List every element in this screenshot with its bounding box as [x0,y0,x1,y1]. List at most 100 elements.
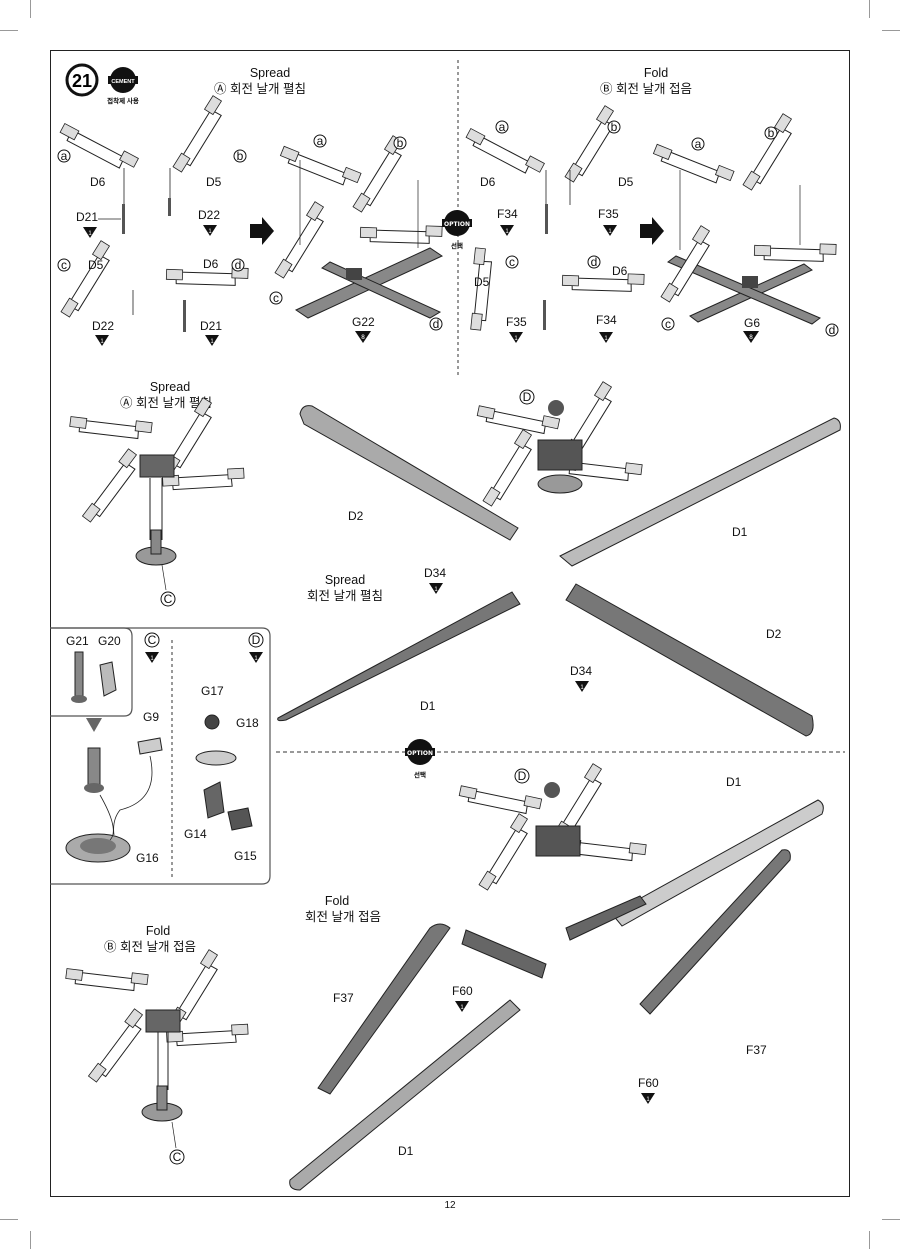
svg-text:D1: D1 [732,525,748,539]
svg-text:1: 1 [505,229,509,235]
svg-text:D5: D5 [88,258,104,272]
svg-text:8: 8 [361,334,365,341]
svg-text:D21: D21 [76,210,98,224]
svg-text:1: 1 [434,587,438,593]
subassembly-b-fold: b D5 F35 [543,102,635,236]
svg-text:G15: G15 [234,849,257,863]
fold-hub-subtitle: Ⓑ 회전 날개 접음 [104,940,196,954]
svg-text:D6: D6 [203,257,219,271]
svg-text:1: 1 [608,229,612,235]
spread-hub-assembly: C [64,382,249,607]
arrow-icon [250,217,274,245]
crop-mark [882,30,900,31]
subassembly-d-spread: d D6 D21 [161,232,253,346]
svg-text:선택: 선택 [414,770,426,779]
svg-text:1: 1 [254,656,258,662]
subassembly-c-spread: c D5 D22 [39,237,134,346]
main-spread-assembly: D D2 D1 D1 D2 D34 D34 Spread 회전 날개 펼침 [277,373,841,737]
svg-text:D21: D21 [200,319,222,333]
svg-text:F60: F60 [452,984,473,998]
detail-box: G21 G20 C G9 G16 D G17 G18 G14 G15 [50,627,271,885]
svg-text:D5: D5 [474,275,490,289]
svg-text:G6: G6 [744,316,760,330]
subassembly-a-spread: a D6 D21 [56,99,142,238]
svg-text:d: d [235,258,242,272]
svg-text:회전 날개 접음: 회전 날개 접음 [305,910,381,924]
svg-text:a: a [695,137,702,151]
svg-text:b: b [397,136,404,150]
svg-text:OPTION: OPTION [407,750,433,757]
svg-text:D22: D22 [198,208,220,222]
svg-text:1: 1 [210,339,214,345]
crop-mark [882,1219,900,1220]
svg-text:D5: D5 [206,175,222,189]
svg-text:b: b [611,120,618,134]
cement-label: CEMENT [111,79,135,85]
crop-mark [869,1231,870,1249]
svg-text:c: c [665,317,671,331]
svg-text:1: 1 [514,336,518,342]
svg-text:1: 1 [460,1005,464,1011]
svg-text:F37: F37 [333,991,354,1005]
svg-text:G22: G22 [352,315,375,329]
svg-text:D1: D1 [726,775,742,789]
svg-text:c: c [509,255,515,269]
step-badge: 21 [65,63,99,97]
subassembly-d-fold: d D6 F34 [557,238,649,343]
svg-text:D22: D22 [92,319,114,333]
svg-text:D: D [523,390,532,404]
svg-text:G16: G16 [136,851,159,865]
svg-text:1: 1 [580,685,584,691]
subassembly-a-fold: a D6 F34 [462,104,548,236]
svg-text:D2: D2 [348,509,364,523]
svg-text:b: b [768,126,775,140]
svg-text:D6: D6 [90,175,106,189]
spread-subtitle: Ⓐ 회전 날개 펼침 [214,82,306,96]
svg-text:a: a [317,134,324,148]
svg-text:1: 1 [88,231,92,237]
svg-text:Spread: Spread [325,573,365,587]
svg-text:F35: F35 [598,207,619,221]
svg-text:G21: G21 [66,634,89,648]
spread-cross-assembly: a b c d G22 8 [253,119,447,343]
svg-text:D1: D1 [420,699,436,713]
step-number: 21 [72,71,92,91]
svg-text:G20: G20 [98,634,121,648]
spread-hub-subtitle: Ⓐ 회전 날개 펼침 [120,396,212,410]
subassembly-b-spread: b D5 D22 [151,92,247,236]
svg-text:1: 1 [208,229,212,235]
svg-text:D6: D6 [612,264,628,278]
crop-mark [0,1219,18,1220]
svg-text:D34: D34 [570,664,592,678]
cement-icon: CEMENT 접착제 사용 [107,67,139,105]
page-frame [50,50,850,1197]
crop-mark [30,1231,31,1249]
svg-text:F37: F37 [746,1043,767,1057]
crop-mark [0,30,18,31]
svg-text:D: D [518,769,527,783]
svg-text:C: C [148,633,157,647]
spread-hub-title: Spread [150,380,190,394]
svg-text:1: 1 [150,656,154,662]
svg-text:C: C [164,592,173,606]
pointer-icon [86,718,102,732]
svg-text:회전 날개 펼침: 회전 날개 펼침 [307,589,383,603]
page-number: 12 [444,1200,456,1211]
svg-text:G17: G17 [201,684,224,698]
svg-text:F35: F35 [506,315,527,329]
svg-text:1: 1 [100,339,104,345]
subassembly-c-fold: c D5 F35 [435,243,546,343]
svg-text:c: c [61,258,67,272]
svg-text:b: b [237,149,244,163]
spread-title: Spread [250,66,290,80]
arrow-icon [640,217,664,245]
svg-text:F34: F34 [596,313,617,327]
svg-text:G14: G14 [184,827,207,841]
svg-text:D: D [252,633,261,647]
svg-text:OPTION: OPTION [444,221,470,228]
svg-text:G9: G9 [143,710,159,724]
cement-caption: 접착제 사용 [107,96,139,105]
crop-mark [30,0,31,18]
option-badge: OPTION 선택 [405,739,435,779]
svg-text:D2: D2 [766,627,782,641]
